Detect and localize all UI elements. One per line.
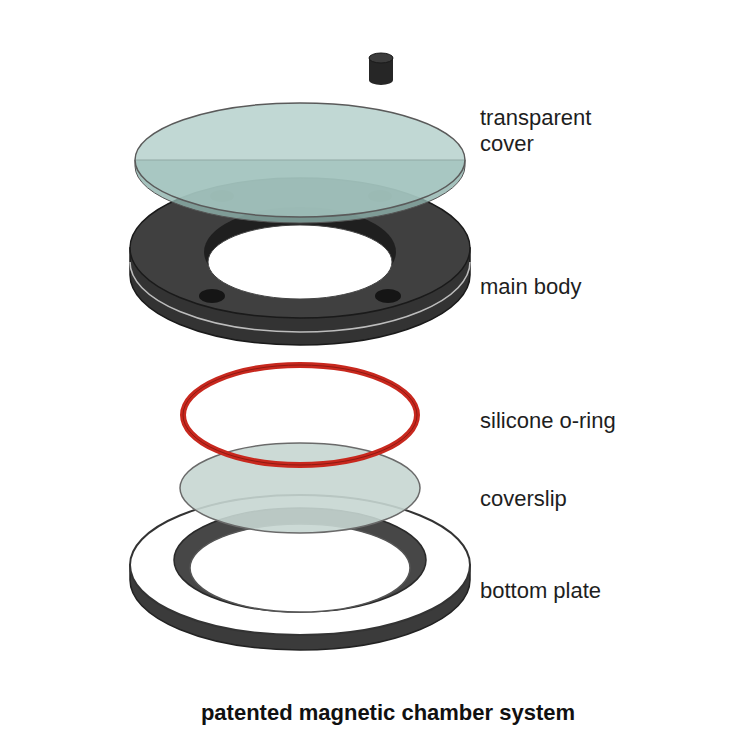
o-ring-edge <box>183 365 417 465</box>
o-ring-illustration <box>183 365 417 465</box>
knob-top <box>369 53 393 63</box>
cover-top <box>135 103 465 217</box>
cover-illustration <box>135 53 465 223</box>
part-label: coverslip <box>480 486 680 512</box>
magnet-hole <box>375 289 401 303</box>
coverslip-illustration <box>180 443 420 533</box>
magnet-hole <box>199 289 225 303</box>
body-hole <box>208 225 392 299</box>
part-label: transparent cover <box>480 105 620 158</box>
caption: patented magnetic chamber system <box>201 700 575 726</box>
part-label: bottom plate <box>480 578 680 604</box>
plate-hole <box>190 524 410 612</box>
part-label: main body <box>480 274 680 300</box>
part-label: silicone o-ring <box>480 408 700 434</box>
